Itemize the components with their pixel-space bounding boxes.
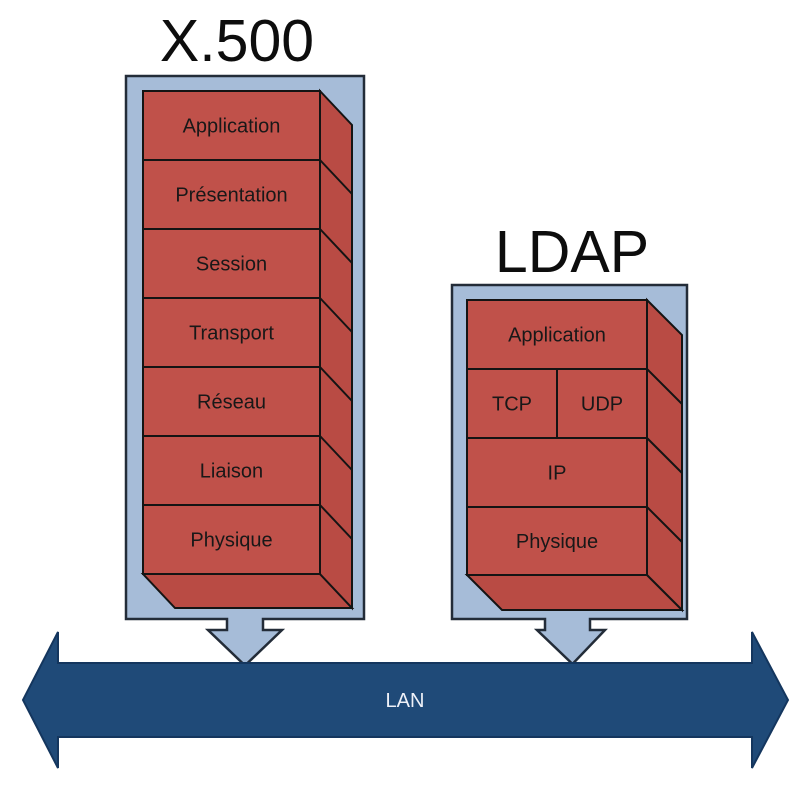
ldap-layer-label-ip: IP <box>548 463 567 485</box>
x500-layer-application <box>142 90 321 161</box>
x500-stack: X.500 Application Présentation <box>124 8 366 668</box>
x500-layer-label-session: Session <box>196 254 267 276</box>
ldap-layer-tcp <box>466 368 558 439</box>
ldap-layer-label-physique: Physique <box>516 531 598 553</box>
lan-double-arrow <box>21 631 790 769</box>
ldap-side-edge <box>646 506 683 543</box>
x500-layer-label-physique: Physique <box>190 530 272 552</box>
x500-layer-transport <box>142 297 321 368</box>
x500-layer-label-application: Application <box>183 116 281 138</box>
x500-side-edge <box>319 366 353 402</box>
ldap-layer-label-application: Application <box>508 325 606 347</box>
ldap-side-edge <box>646 368 683 405</box>
x500-side-edge <box>319 297 353 333</box>
x500-side-edge <box>319 228 353 264</box>
ldap-layer-application <box>466 299 648 370</box>
ldap-box-bottom-face <box>464 574 685 611</box>
ldap-side-edge <box>646 437 683 474</box>
x500-title: X.500 <box>160 8 314 74</box>
x500-layer-label-presentation: Présentation <box>175 185 287 207</box>
x500-side-edge <box>319 435 353 471</box>
x500-layer-label-liaison: Liaison <box>200 461 263 483</box>
ldap-stack: LDAP Application TCP UDP IP Physique <box>450 219 689 666</box>
x500-box-right-face <box>319 88 353 611</box>
x500-side-edge <box>319 159 353 195</box>
ldap-layer-label-udp: UDP <box>581 394 623 416</box>
x500-layer-liaison <box>142 435 321 506</box>
x500-side-edge <box>319 504 353 540</box>
x500-layer-presentation <box>142 159 321 230</box>
x500-layer-physique <box>142 504 321 575</box>
ldap-layer-label-tcp: TCP <box>492 394 532 416</box>
ldap-layer-ip <box>466 437 648 508</box>
lan-bus: LAN <box>21 631 790 769</box>
ldap-layer-physique <box>466 506 648 576</box>
x500-box-bottom-face <box>140 573 355 609</box>
lan-label: LAN <box>386 690 425 712</box>
ldap-title: LDAP <box>495 219 649 285</box>
x500-layer-label-transport: Transport <box>189 323 274 345</box>
x500-layer-label-reseau: Réseau <box>197 392 266 414</box>
